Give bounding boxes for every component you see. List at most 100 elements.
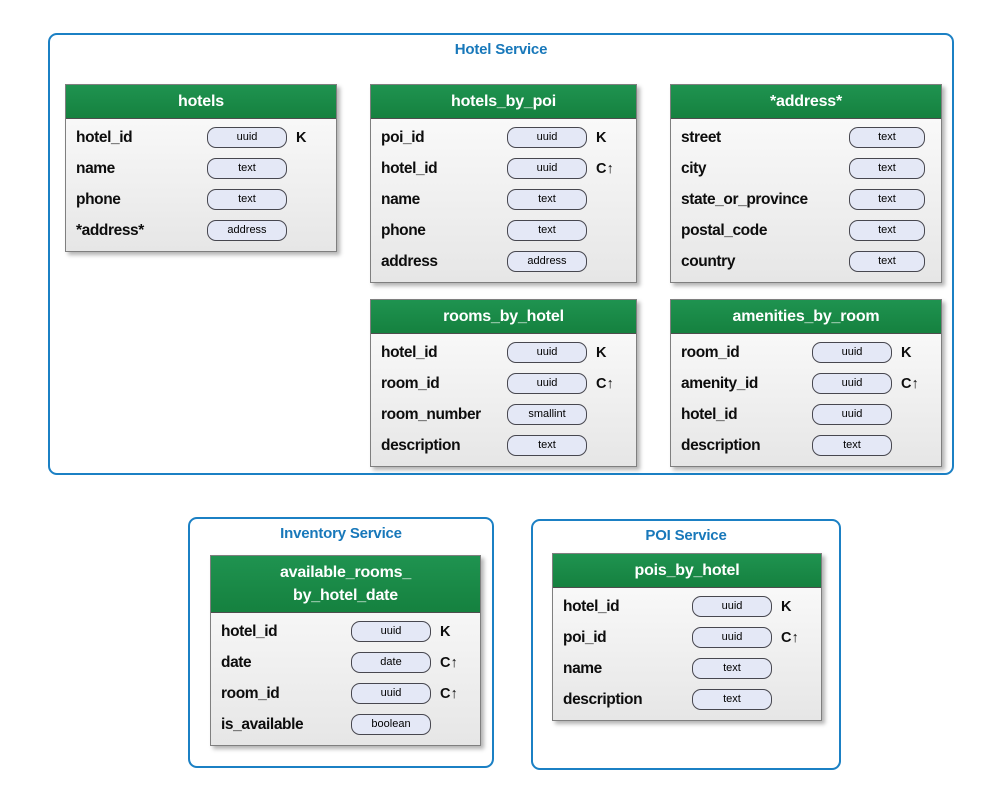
key-marker: K <box>781 598 792 615</box>
table-row: room_number smallint <box>381 399 626 430</box>
type-pill: boolean <box>351 714 431 735</box>
table-row: is_available boolean <box>221 709 470 740</box>
type-pill: text <box>849 220 925 241</box>
field-name: room_id <box>681 343 740 361</box>
table-row: phone text <box>381 215 626 246</box>
type-pill: address <box>207 220 287 241</box>
field-name: hotel_id <box>221 622 278 640</box>
type-pill: text <box>507 189 587 210</box>
type-pill: uuid <box>207 127 287 148</box>
table-row: city text <box>681 153 931 184</box>
table-row: name text <box>381 184 626 215</box>
service-title-inventory-service: Inventory Service <box>280 525 402 542</box>
table-row: hotel_id uuid <box>681 399 931 430</box>
type-pill: text <box>849 127 925 148</box>
field-name: state_or_province <box>681 190 808 208</box>
key-marker: C↑ <box>781 629 799 646</box>
key-marker: K <box>901 344 912 361</box>
key-marker: K <box>296 129 307 146</box>
key-marker: K <box>596 129 607 146</box>
table-row: *address* address <box>76 215 326 246</box>
type-pill: uuid <box>812 373 892 394</box>
type-pill: text <box>692 658 772 679</box>
field-name: city <box>681 159 707 177</box>
type-pill: uuid <box>507 342 587 363</box>
table-row: room_id uuid C↑ <box>221 678 470 709</box>
key-marker: C↑ <box>440 685 458 702</box>
table-title: pois_by_hotel <box>553 554 821 588</box>
table-title: available_rooms_by_hotel_date <box>211 556 480 613</box>
table-title: hotels <box>66 85 336 119</box>
table-row: poi_id uuid K <box>381 122 626 153</box>
type-pill: text <box>849 189 925 210</box>
field-name: poi_id <box>563 628 607 646</box>
type-pill: uuid <box>692 596 772 617</box>
field-name: poi_id <box>381 128 425 146</box>
field-name: room_id <box>221 684 280 702</box>
key-marker: C↑ <box>596 160 614 177</box>
table-title: *address* <box>671 85 941 119</box>
key-marker: C↑ <box>440 654 458 671</box>
type-pill: uuid <box>351 683 431 704</box>
field-name: date <box>221 653 252 671</box>
field-name: phone <box>381 221 426 239</box>
type-pill: text <box>849 251 925 272</box>
field-name: description <box>681 436 761 454</box>
type-pill: text <box>507 435 587 456</box>
field-name: hotel_id <box>76 128 133 146</box>
type-pill: text <box>849 158 925 179</box>
field-name: name <box>76 159 115 177</box>
field-name: room_number <box>381 405 481 423</box>
service-box-inventory-service: Inventory Service available_rooms_by_hot… <box>188 517 494 768</box>
type-pill: text <box>507 220 587 241</box>
field-name: description <box>381 436 461 454</box>
table-row: hotel_id uuid K <box>381 337 626 368</box>
table-title: rooms_by_hotel <box>371 300 636 334</box>
table-row: name text <box>76 153 326 184</box>
key-marker: K <box>440 623 451 640</box>
type-pill: uuid <box>812 404 892 425</box>
type-pill: uuid <box>507 373 587 394</box>
field-name: is_available <box>221 715 304 733</box>
field-name: hotel_id <box>681 405 738 423</box>
type-pill: address <box>507 251 587 272</box>
service-title-poi-service: POI Service <box>645 527 727 544</box>
field-name: amenity_id <box>681 374 758 392</box>
type-pill: uuid <box>507 127 587 148</box>
type-pill: smallint <box>507 404 587 425</box>
key-marker: K <box>596 344 607 361</box>
table-row: hotel_id uuid K <box>76 122 326 153</box>
type-pill: uuid <box>351 621 431 642</box>
type-pill: uuid <box>692 627 772 648</box>
field-name: *address* <box>76 221 144 239</box>
type-pill: uuid <box>507 158 587 179</box>
field-name: name <box>381 190 420 208</box>
field-name: hotel_id <box>381 343 438 361</box>
field-name: hotel_id <box>381 159 438 177</box>
type-pill: text <box>207 158 287 179</box>
table-row: poi_id uuid C↑ <box>563 622 811 653</box>
field-name: room_id <box>381 374 440 392</box>
